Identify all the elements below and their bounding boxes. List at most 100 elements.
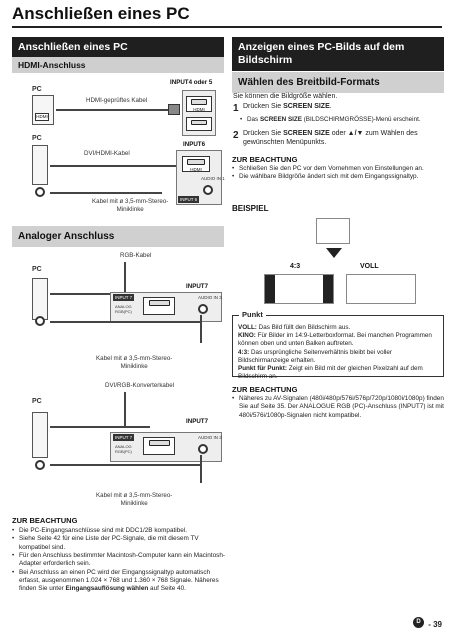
hdmi-cable: [56, 109, 168, 111]
step2-mid: oder: [329, 130, 348, 137]
punkt-key: KINO:: [238, 332, 256, 340]
step1-sub-key: SCREEN SIZE: [259, 115, 302, 123]
input6-label: INPUT6: [183, 141, 206, 148]
punkt-item: VOLL: Das Bild füllt den Bildschirm aus.: [238, 324, 438, 332]
left-note-item: Die PC-Eingangsanschlüsse sind mit DDC1/…: [12, 527, 226, 536]
left-note-item: Bei Anschluss an einen PC wird der Einga…: [12, 569, 226, 594]
step1-pre: Drücken Sie: [243, 103, 284, 110]
punkt-title: Punkt: [239, 310, 266, 319]
punkt-value: Zeigt ein Bild mit der gleichen Pixelzah…: [238, 364, 423, 381]
left-note-item: Siehe Seite 42 für eine Liste der PC-Sig…: [12, 535, 226, 552]
analog-audio-cable: [50, 321, 200, 323]
punkt-box: VOLL: Das Bild füllt den Bildschirm aus.…: [232, 315, 444, 380]
input7b-label: INPUT7: [186, 418, 209, 425]
pc-audio-out: [35, 187, 45, 197]
page-number: - 39: [428, 620, 442, 629]
punkt-item: Punkt für Punkt: Zeigt ein Bild mit der …: [238, 365, 438, 381]
punkt-key: VOLL:: [238, 324, 257, 331]
example-source-screen: [316, 218, 350, 244]
hdmi-port-text: HDMI: [193, 106, 205, 112]
left-note-link: Eingangsauflösung wählen: [65, 585, 149, 593]
punkt-value: Für Bilder im 14:9-Letterboxformat. Bei …: [238, 332, 432, 348]
converter-cable-horizontal: [50, 426, 150, 428]
input6-hdmi-text: HDMI: [190, 166, 202, 172]
right-note1-item: Die wählbare Bildgröße ändert sich mit d…: [232, 173, 444, 182]
right-note1-heading: ZUR BEACHTUNG: [232, 155, 298, 164]
pc-hdmi-port: HDMI: [35, 113, 49, 121]
vga-port-2: [143, 437, 175, 455]
dvi-pc-label: PC: [32, 135, 42, 142]
hdmi-pc-label: PC: [32, 86, 42, 93]
right-note1-list: Schließen Sie den PC vor dem Vornehmen v…: [232, 165, 444, 182]
step1-key: SCREEN SIZE: [283, 103, 330, 110]
hdmi-port-2: [186, 117, 212, 131]
analog-minijack-label: Kabel mit ø 3,5-mm-Stereo- Miniklinke: [96, 355, 173, 371]
left-section-header: Anschließen eines PC: [12, 37, 224, 59]
minijack-cable-label: Kabel mit ø 3,5-mm-Stereo- Miniklinke: [92, 198, 169, 214]
title-rule: [12, 26, 442, 28]
step1-sub-post: (BILDSCHIRMGRÖSSE)-Menü erscheint.: [301, 115, 421, 123]
dvi-cable-label: DVI/HDMI-Kabel: [84, 150, 130, 157]
analog-audio-drop: [200, 315, 202, 343]
analog-rgb-label-2: ANALOG RGB(PC): [115, 444, 132, 454]
hdmi-port: HDMI: [186, 96, 212, 112]
right-subheader: Wählen des Breitbild-Formats: [232, 72, 444, 93]
analog-audio-cable-2: [50, 464, 200, 466]
analog-pc-audio: [35, 316, 45, 326]
screen-4-3-bar-right: [323, 275, 333, 303]
right-note2-heading: ZUR BEACHTUNG: [232, 385, 298, 394]
hdmi-cable-label: HDMI-geprüftes Kabel: [86, 97, 148, 104]
punkt-item: KINO: Für Bilder im 14:9-Letterboxformat…: [238, 332, 438, 348]
rgb-cable-vertical: [124, 262, 126, 292]
input7-tag: INPUT 7: [113, 294, 135, 301]
rgb-cable-horizontal: [50, 293, 150, 295]
screen-4-3: [264, 274, 334, 304]
analog-minijack-label-2: Kabel mit ø 3,5-mm-Stereo- Miniklinke: [96, 492, 173, 508]
punkt-key: 4:3:: [238, 348, 250, 356]
audio-in3-jack-2: [198, 444, 208, 454]
right-section-header: Anzeigen eines PC-Bilds auf dem Bildschi…: [232, 37, 444, 72]
page-number-value: 39: [433, 620, 442, 629]
step-1-number: 1: [233, 103, 239, 114]
example-heading: BEISPIEL: [232, 204, 269, 213]
input7-label: INPUT7: [186, 283, 209, 290]
punkt-item: 4:3: Das ursprüngliche Seitenverhältnis …: [238, 349, 438, 365]
hdmi-subheader: HDMI-Anschluss: [12, 57, 224, 73]
left-note-tail: auf Seite 40.: [148, 585, 186, 593]
language-badge: D: [413, 617, 424, 628]
converter-cable-label: DVI/RGB-Konverterkabel: [105, 382, 175, 389]
audio-in1-jack: [203, 185, 213, 195]
right-note2-list: Näheres zu AV-Signalen (480i/480p/576i/5…: [232, 395, 444, 420]
input4-5-label: INPUT4 oder 5: [170, 79, 213, 86]
right-note1-item: Schließen Sie den PC vor dem Vornehmen v…: [232, 165, 444, 174]
page-title: Anschließen eines PC: [12, 4, 190, 23]
analog-rgb-label: ANALOG RGB(PC): [115, 304, 132, 314]
audio-in1-label: AUDIO IN 1: [201, 176, 225, 181]
dvi-cable: [50, 165, 176, 167]
analog-pc-device: [32, 278, 48, 320]
minijack-cable: [50, 192, 162, 194]
punkt-key: Punkt für Punkt:: [238, 364, 287, 372]
dvi-analog-pc-label: PC: [32, 398, 42, 405]
label-4-3: 4:3: [290, 263, 301, 270]
left-notes-list: Die PC-Eingangsanschlüsse sind mit DDC1/…: [12, 527, 226, 594]
input6-tag: INPUT 6: [178, 196, 200, 203]
step2-pre: Drücken Sie: [243, 130, 284, 137]
analog-audio-drop-2: [200, 455, 202, 483]
rgb-cable-label: RGB-Kabel: [120, 252, 152, 259]
dvi-analog-pc-device: [32, 412, 48, 458]
analog-pc-label: PC: [32, 266, 42, 273]
punkt-value: Das ursprüngliche Seitenverhältnis bleib…: [238, 348, 393, 364]
converter-cable-vertical: [124, 392, 126, 426]
step-1-sub: Das SCREEN SIZE (BILDSCHIRMGRÖSSE)-Menü …: [233, 116, 445, 124]
vga-port: [143, 297, 175, 315]
screen-4-3-bar-left: [265, 275, 275, 303]
step2-post: zum Wählen des gewünschten Menüpunkts.: [243, 130, 418, 147]
input6-hdmi-port: HDMI: [182, 156, 210, 172]
step2-key: SCREEN SIZE: [283, 130, 330, 137]
punkt-value: Das Bild füllt den Bildschirm aus.: [256, 324, 351, 331]
step-2-body: Drücken Sie SCREEN SIZE oder ▲/▼ zum Wäh…: [243, 129, 439, 148]
analog-subheader: Analoger Anschluss: [12, 226, 224, 247]
